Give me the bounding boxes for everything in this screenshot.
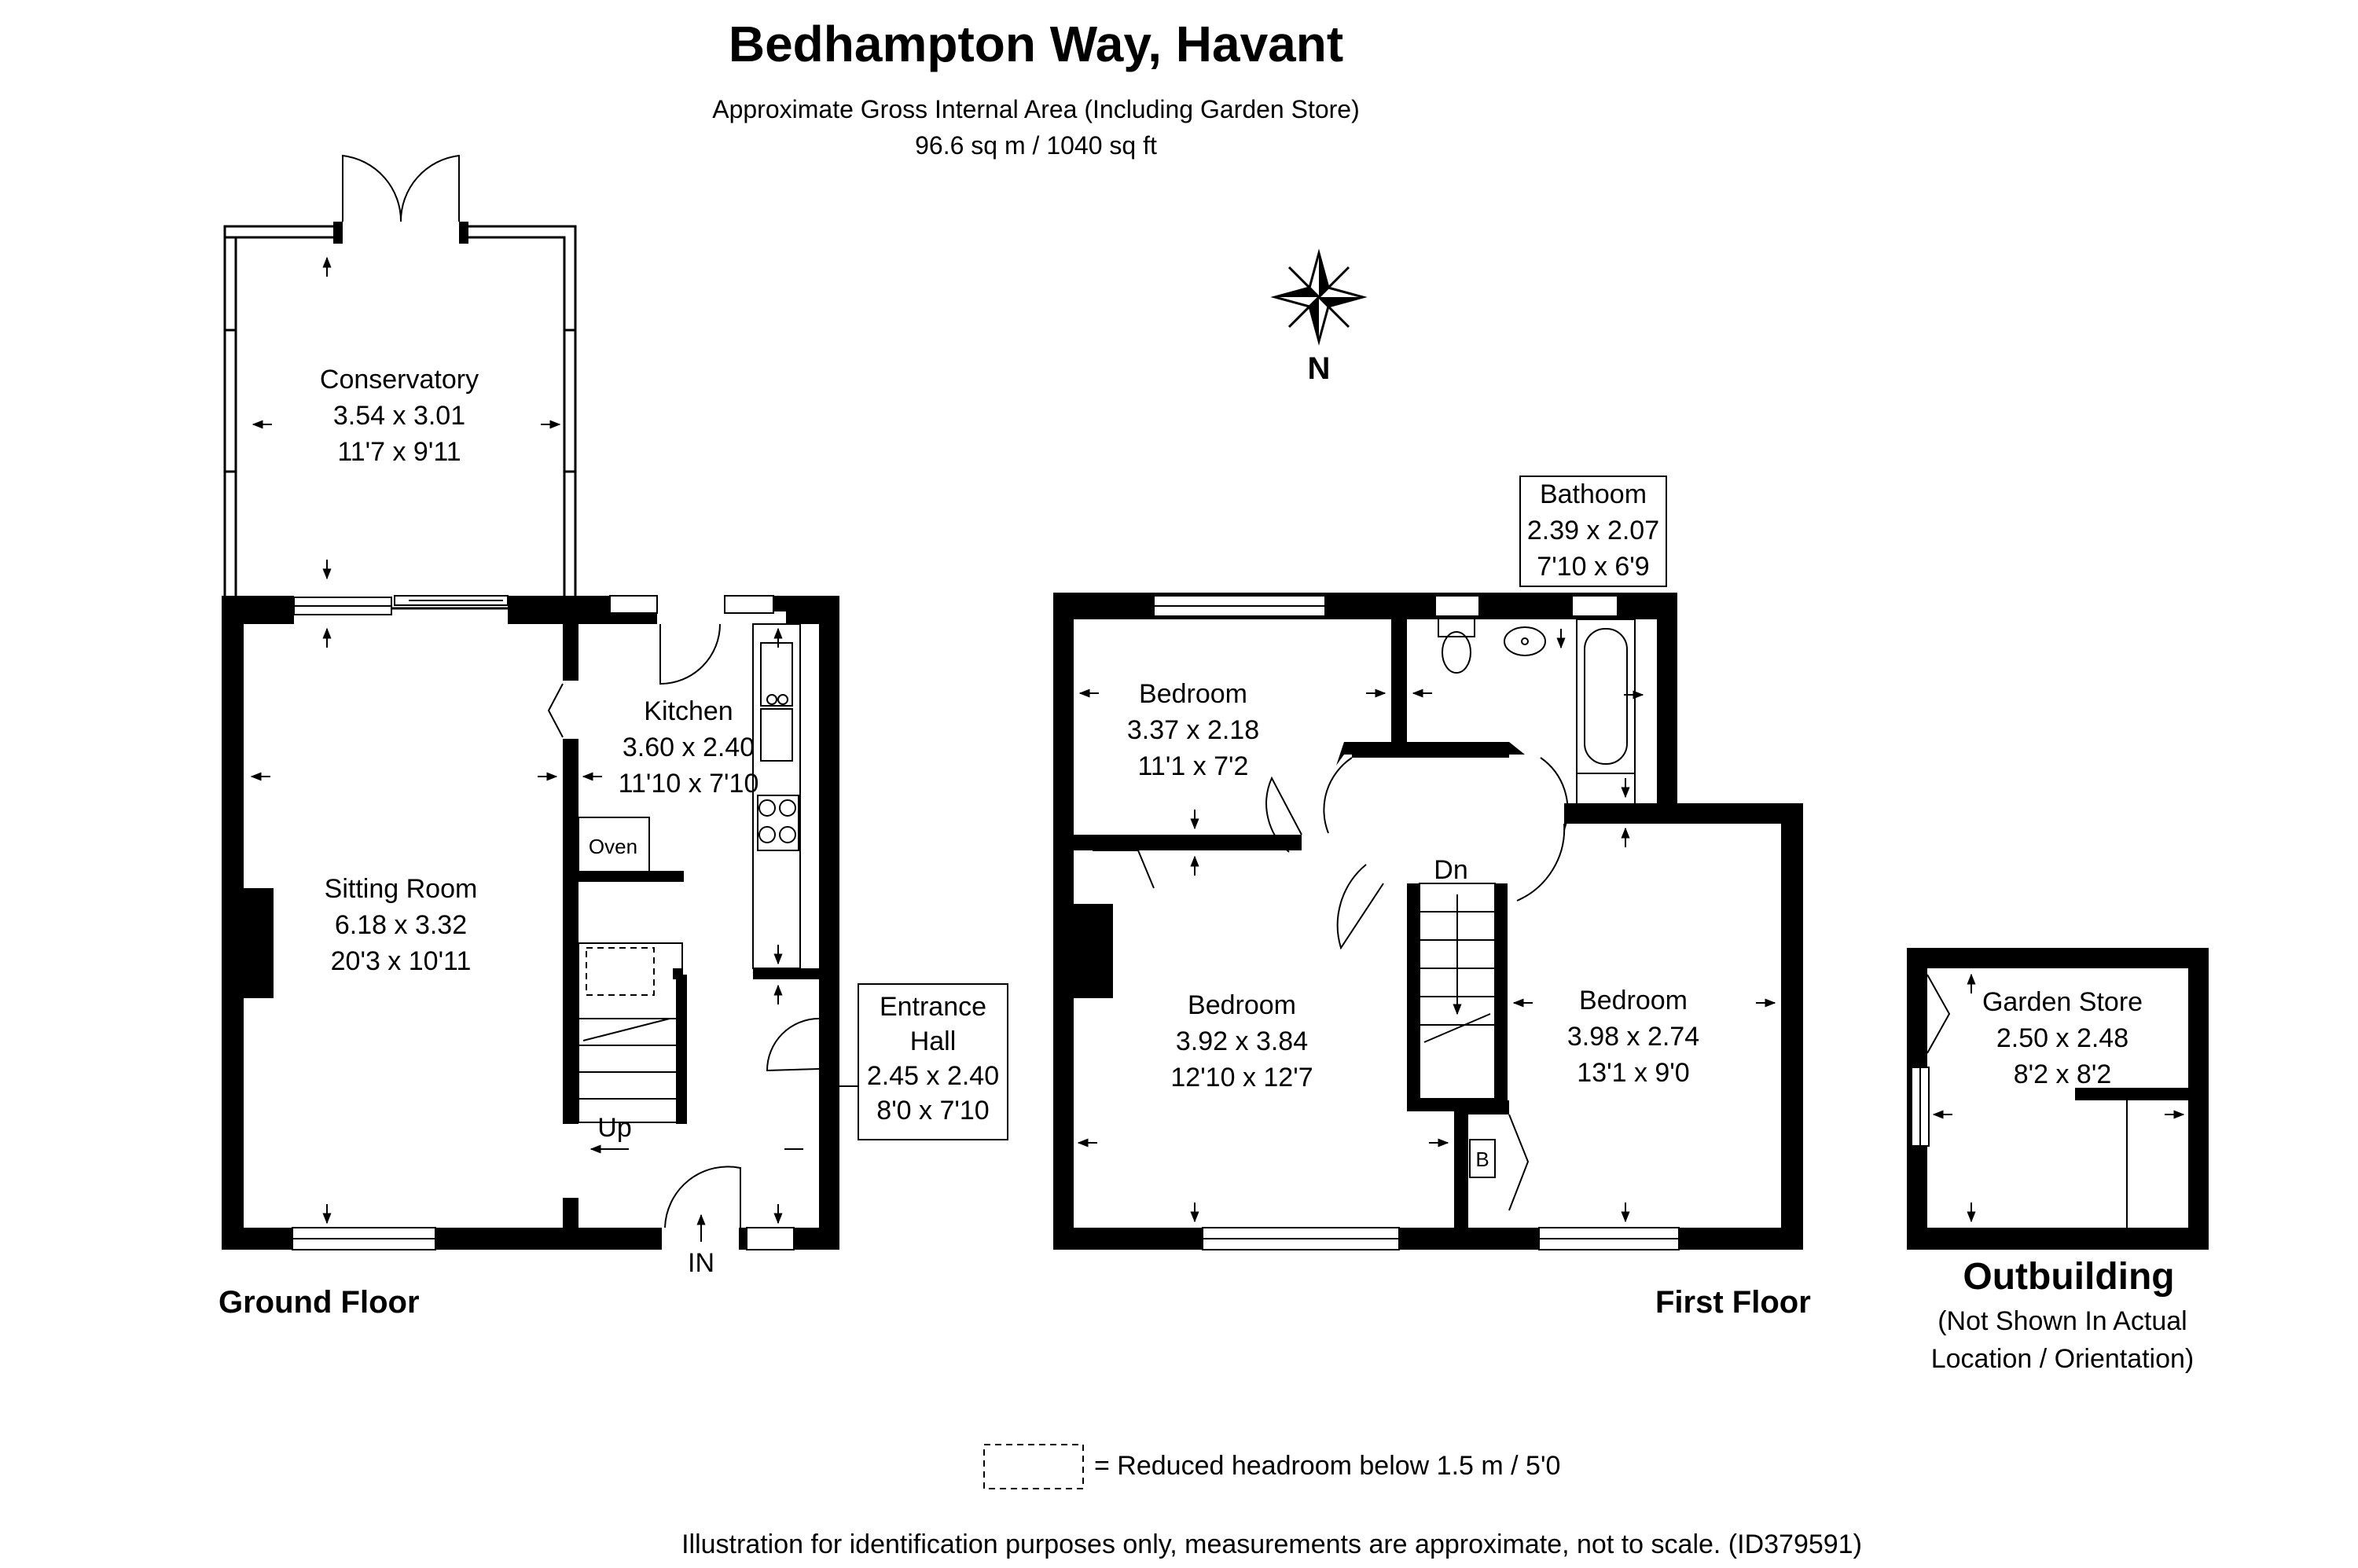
bedroom-small-name: Bedroom bbox=[1139, 679, 1247, 709]
compass-north-label: N bbox=[1308, 351, 1331, 386]
ground-floor-plan bbox=[222, 154, 880, 1251]
bathroom-metric: 2.39 x 2.07 bbox=[1527, 516, 1659, 545]
bedroom-right-imperial: 13'1 x 9'0 bbox=[1577, 1058, 1689, 1088]
kitchen-imperial: 11'10 x 7'10 bbox=[619, 769, 759, 799]
entrance-hall-imperial: 8'0 x 7'10 bbox=[876, 1096, 989, 1126]
entrance-hall-name-line1: Entrance bbox=[880, 992, 986, 1022]
bedroom-right-name: Bedroom bbox=[1579, 986, 1688, 1015]
plan-title: Bedhampton Way, Havant bbox=[729, 16, 1343, 72]
outbuilding-plan bbox=[1907, 948, 2209, 1250]
conservatory-imperial: 11'7 x 9'11 bbox=[337, 437, 461, 467]
first-floor-plan bbox=[1053, 593, 1803, 1250]
area-caption: Approximate Gross Internal Area (Includi… bbox=[712, 95, 1360, 123]
entrance-hall-name-line2: Hall bbox=[910, 1026, 957, 1056]
bedroom-left-imperial: 12'10 x 12'7 bbox=[1170, 1063, 1313, 1092]
entrance-hall-callout bbox=[858, 983, 1008, 1140]
garden-store-metric: 2.50 x 2.48 bbox=[1996, 1023, 2128, 1053]
footer-disclaimer: Illustration for identification purposes… bbox=[681, 1529, 1862, 1559]
kitchen-name: Kitchen bbox=[644, 696, 733, 726]
sitting-room-imperial: 20'3 x 10'11 bbox=[331, 946, 472, 976]
reduced-headroom-swatch bbox=[983, 1444, 1084, 1489]
bedroom-small-imperial: 11'1 x 7'2 bbox=[1138, 751, 1249, 781]
entrance-hall-metric: 2.45 x 2.40 bbox=[867, 1061, 999, 1091]
outbuilding-title: Outbuilding bbox=[1963, 1256, 2174, 1298]
conservatory-name: Conservatory bbox=[320, 365, 479, 395]
legend-text: = Reduced headroom below 1.5 m / 5'0 bbox=[1094, 1451, 1560, 1481]
compass-rose-icon bbox=[1270, 248, 1368, 346]
boiler-label: B bbox=[1475, 1148, 1489, 1171]
stairs-down-label: Dn bbox=[1434, 855, 1467, 885]
bedroom-small-metric: 3.37 x 2.18 bbox=[1127, 715, 1259, 745]
outbuilding-note-line2: Location / Orientation) bbox=[1931, 1344, 2195, 1374]
entrance-label: IN bbox=[688, 1248, 714, 1278]
bedroom-left-metric: 3.92 x 3.84 bbox=[1176, 1026, 1308, 1056]
ground-floor-label: Ground Floor bbox=[219, 1285, 420, 1320]
bathroom-imperial: 7'10 x 6'9 bbox=[1537, 552, 1649, 582]
sitting-room-name: Sitting Room bbox=[325, 874, 478, 904]
oven-label: Oven bbox=[589, 835, 637, 858]
bedroom-left-name: Bedroom bbox=[1188, 990, 1296, 1020]
garden-store-imperial: 8'2 x 8'2 bbox=[2014, 1059, 2112, 1089]
sitting-room-metric: 6.18 x 3.32 bbox=[335, 910, 467, 940]
bathroom-callout bbox=[1519, 476, 1667, 587]
first-floor-label: First Floor bbox=[1655, 1285, 1811, 1320]
bedroom-right-metric: 3.98 x 2.74 bbox=[1567, 1022, 1699, 1052]
boiler-cupboard bbox=[1469, 1139, 1496, 1178]
garden-store-name: Garden Store bbox=[1982, 987, 2143, 1017]
stairs-up-label: Up bbox=[597, 1113, 631, 1143]
outbuilding-note-line1: (Not Shown In Actual bbox=[1937, 1306, 2187, 1336]
area-value: 96.6 sq m / 1040 sq ft bbox=[915, 131, 1157, 160]
bathroom-name: Bathoom bbox=[1540, 479, 1647, 509]
conservatory-metric: 3.54 x 3.01 bbox=[333, 401, 465, 431]
kitchen-metric: 3.60 x 2.40 bbox=[623, 733, 755, 762]
